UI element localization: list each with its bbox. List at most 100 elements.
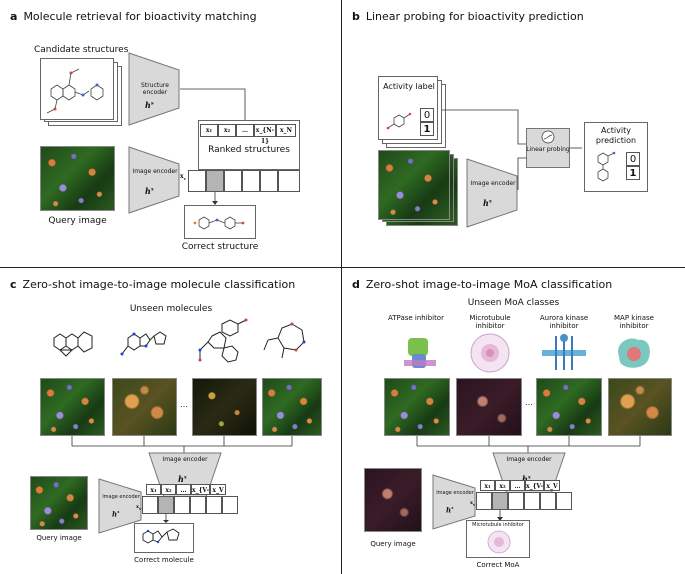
cell-c-4: x_{V-1}: [191, 484, 210, 505]
cell-d-1: x₁: [480, 480, 495, 491]
candidate-card-front: [40, 58, 114, 120]
molecule-image-2: [112, 378, 177, 436]
vec-a-2: [206, 170, 224, 192]
query-image-a: [40, 146, 115, 211]
image-encoder-symbol-d: hx: [446, 505, 454, 515]
moa-image-1: [384, 378, 450, 436]
prediction-0: 0: [626, 152, 640, 166]
linear-probing-label: Linear probing: [526, 146, 570, 153]
correct-structure-box: [184, 205, 256, 239]
vec-c-2: [158, 496, 174, 514]
moa-image-4: [608, 378, 672, 436]
microtubule-icon: [470, 333, 510, 373]
vec-c-5: [206, 496, 222, 514]
image-encoder-symbol-b: hx: [483, 198, 492, 208]
molecule-4-icon: [263, 322, 306, 359]
image-encoder-label-d-top: Image encoder: [506, 456, 552, 463]
correct-moa-label: Correct MoA: [476, 561, 520, 569]
vec-d-3: [508, 492, 524, 510]
vec-d-2: [492, 492, 508, 510]
vec-d-4: [524, 492, 540, 510]
ranked-cell-4: x_{N-1}: [254, 124, 276, 145]
horizontal-divider: [0, 267, 685, 268]
ellipsis-c: …: [180, 400, 188, 409]
atpase-icon: [404, 338, 436, 368]
cell-c-2: x₂: [161, 484, 176, 495]
molecule-1-icon: [53, 331, 93, 357]
molecule-3-icon: [198, 318, 248, 363]
correct-moa-box-label: Microtubule inhibitor: [472, 522, 524, 528]
moa-class-4-label: MAP kinase inhibitor: [614, 314, 654, 330]
sigmoid-icon: [541, 130, 555, 144]
ranked-structures-label: Ranked structures: [208, 145, 290, 155]
vec-d-5: [540, 492, 556, 510]
moa-class-3-label: Aurora kinase inhibitor: [539, 314, 589, 330]
image-encoder-label-b: Image encoder: [470, 180, 516, 187]
prediction-1: 1: [626, 166, 640, 180]
vec-c-1: [142, 496, 158, 514]
vec-c-3: [174, 496, 190, 514]
down-arrow-d: [497, 510, 503, 521]
query-image-label-a: Query image: [48, 216, 107, 226]
ranked-cell-3: …: [236, 124, 254, 137]
molecule-2-icon: [120, 331, 167, 356]
image-encoder-symbol-c: hx: [112, 509, 120, 519]
activity-label-0: 0: [420, 108, 434, 122]
structure-to-ranked-arrow: [180, 88, 246, 120]
ranked-cell-5: x_N: [276, 124, 296, 137]
linear-probe-connectors: [442, 109, 526, 190]
cell-d-3: …: [510, 480, 525, 491]
image-encoder-trapezoid-c: [98, 478, 142, 534]
structure-encoder-trapezoid: [128, 52, 180, 126]
vec-a-6: [278, 170, 300, 192]
vec-c-4: [190, 496, 206, 514]
vec-a-1: [188, 170, 206, 192]
activity-molecule-icon: [386, 112, 412, 130]
image-stack-front: [378, 150, 450, 220]
unseen-molecules-label: Unseen molecules: [129, 304, 213, 314]
image-encoder-symbol-a: hx: [145, 186, 154, 196]
aurora-kinase-icon: [542, 334, 586, 370]
ranked-cell-2: x₂: [218, 124, 236, 137]
unseen-moa-label: Unseen MoA classes: [467, 298, 560, 308]
cell-c-1: x₁: [146, 484, 161, 495]
moa-class-1-label: ATPase inhibitor: [388, 314, 444, 322]
correct-molecule-icon-c: [142, 528, 180, 544]
merge-lines-c: [71, 436, 293, 454]
molecule-image-1: [40, 378, 105, 436]
ellipsis-d: …: [525, 398, 533, 407]
vertical-divider: [341, 0, 342, 574]
xv-label-d: xv: [470, 500, 476, 507]
vec-d-6: [556, 492, 572, 510]
vec-d-1: [476, 492, 492, 510]
vec-a-3: [224, 170, 242, 192]
microtubule-result-icon: [487, 530, 511, 554]
cell-c-5: x_V: [210, 484, 226, 495]
activity-prediction-label: Activity prediction: [595, 126, 637, 145]
image-encoder-label-c: Image encoder: [102, 494, 140, 500]
image-encoder-symbol-d-top: hx: [522, 474, 531, 484]
ranked-cell-1: x₁: [200, 124, 218, 137]
activity-label-title: Activity label: [383, 82, 435, 91]
image-encoder-trapezoid-b: [466, 158, 518, 228]
cell-d-2: x₂: [495, 480, 510, 491]
query-image-d: [364, 468, 422, 532]
vec-c-6: [222, 496, 238, 514]
query-image-label-d: Query image: [370, 540, 416, 548]
moa-image-3: [536, 378, 602, 436]
query-image-c: [30, 476, 88, 530]
activity-label-1: 1: [420, 122, 434, 136]
image-encoder-trapezoid-a: [128, 146, 180, 214]
vec-a-4: [242, 170, 260, 192]
cell-d-4: x_{V-1}: [525, 480, 544, 501]
moa-image-2: [456, 378, 522, 436]
image-encoder-label-a: Image encoder: [132, 168, 178, 175]
query-image-label-c: Query image: [36, 534, 82, 542]
correct-structure-label: Correct structure: [181, 242, 259, 252]
correct-molecule-box: [134, 523, 194, 553]
